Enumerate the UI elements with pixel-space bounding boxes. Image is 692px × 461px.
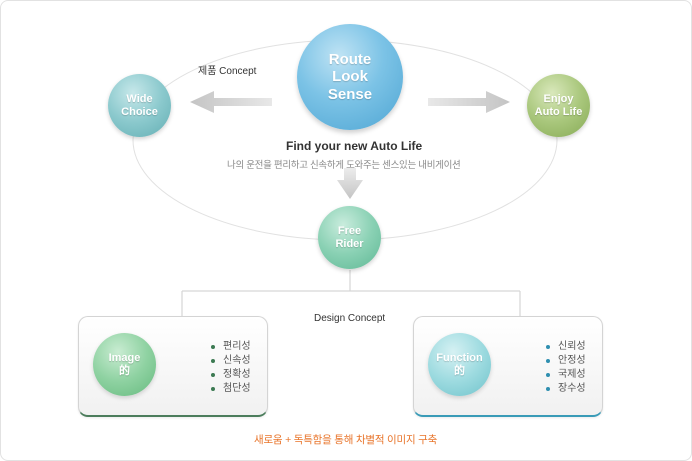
enjoy-auto-life-circle: Enjoy Auto Life — [527, 74, 590, 137]
image-line1: Image — [108, 351, 141, 364]
image-line2: 的 — [119, 364, 130, 377]
bottom-line1: Free — [337, 224, 362, 237]
product-concept-label: 제품 Concept — [198, 66, 257, 77]
center-line1: Route — [328, 51, 372, 69]
center-line3: Sense — [327, 85, 373, 103]
tagline: Find your new Auto Life — [286, 139, 423, 153]
image-circle: Image 的 — [93, 333, 156, 396]
list-item: 안정성 — [546, 354, 586, 368]
list-item: 정확성 — [211, 368, 251, 382]
list-item: 장수성 — [546, 382, 586, 396]
free-rider-circle: Free Rider — [318, 206, 381, 269]
tagline-sub: 나의 운전을 편리하고 신속하게 도와주는 센스있는 내비게이션 — [227, 160, 461, 171]
list-item: 국제성 — [546, 368, 586, 382]
function-line2: 的 — [454, 364, 465, 377]
list-item: 신속성 — [211, 354, 251, 368]
image-attribute-list: 편리성 신속성 정확성 첨단성 — [211, 340, 251, 396]
arrow-down — [337, 168, 363, 199]
list-item: 신뢰성 — [546, 340, 586, 354]
wide-choice-circle: Wide Choice — [108, 74, 171, 137]
left-line2: Choice — [121, 105, 158, 118]
footer-caption: 새로움 + 독특함을 통해 차별적 이미지 구축 — [254, 434, 438, 446]
bottom-line2: Rider — [335, 237, 364, 250]
list-item: 첨단성 — [211, 382, 251, 396]
function-attribute-list: 신뢰성 안정성 국제성 장수성 — [546, 340, 586, 396]
route-look-sense-circle: Route Look Sense — [297, 24, 403, 130]
bracket-line — [181, 270, 521, 316]
arrow-right — [428, 91, 510, 113]
design-concept-label: Design Concept — [314, 313, 386, 324]
arrow-left — [190, 91, 272, 113]
right-line2: Auto Life — [534, 105, 583, 118]
center-line2: Look — [332, 68, 368, 86]
right-line1: Enjoy — [543, 92, 574, 105]
list-item: 편리성 — [211, 340, 251, 354]
function-circle: Function 的 — [428, 333, 491, 396]
function-line1: Function — [436, 351, 483, 364]
left-line1: Wide — [126, 92, 153, 105]
